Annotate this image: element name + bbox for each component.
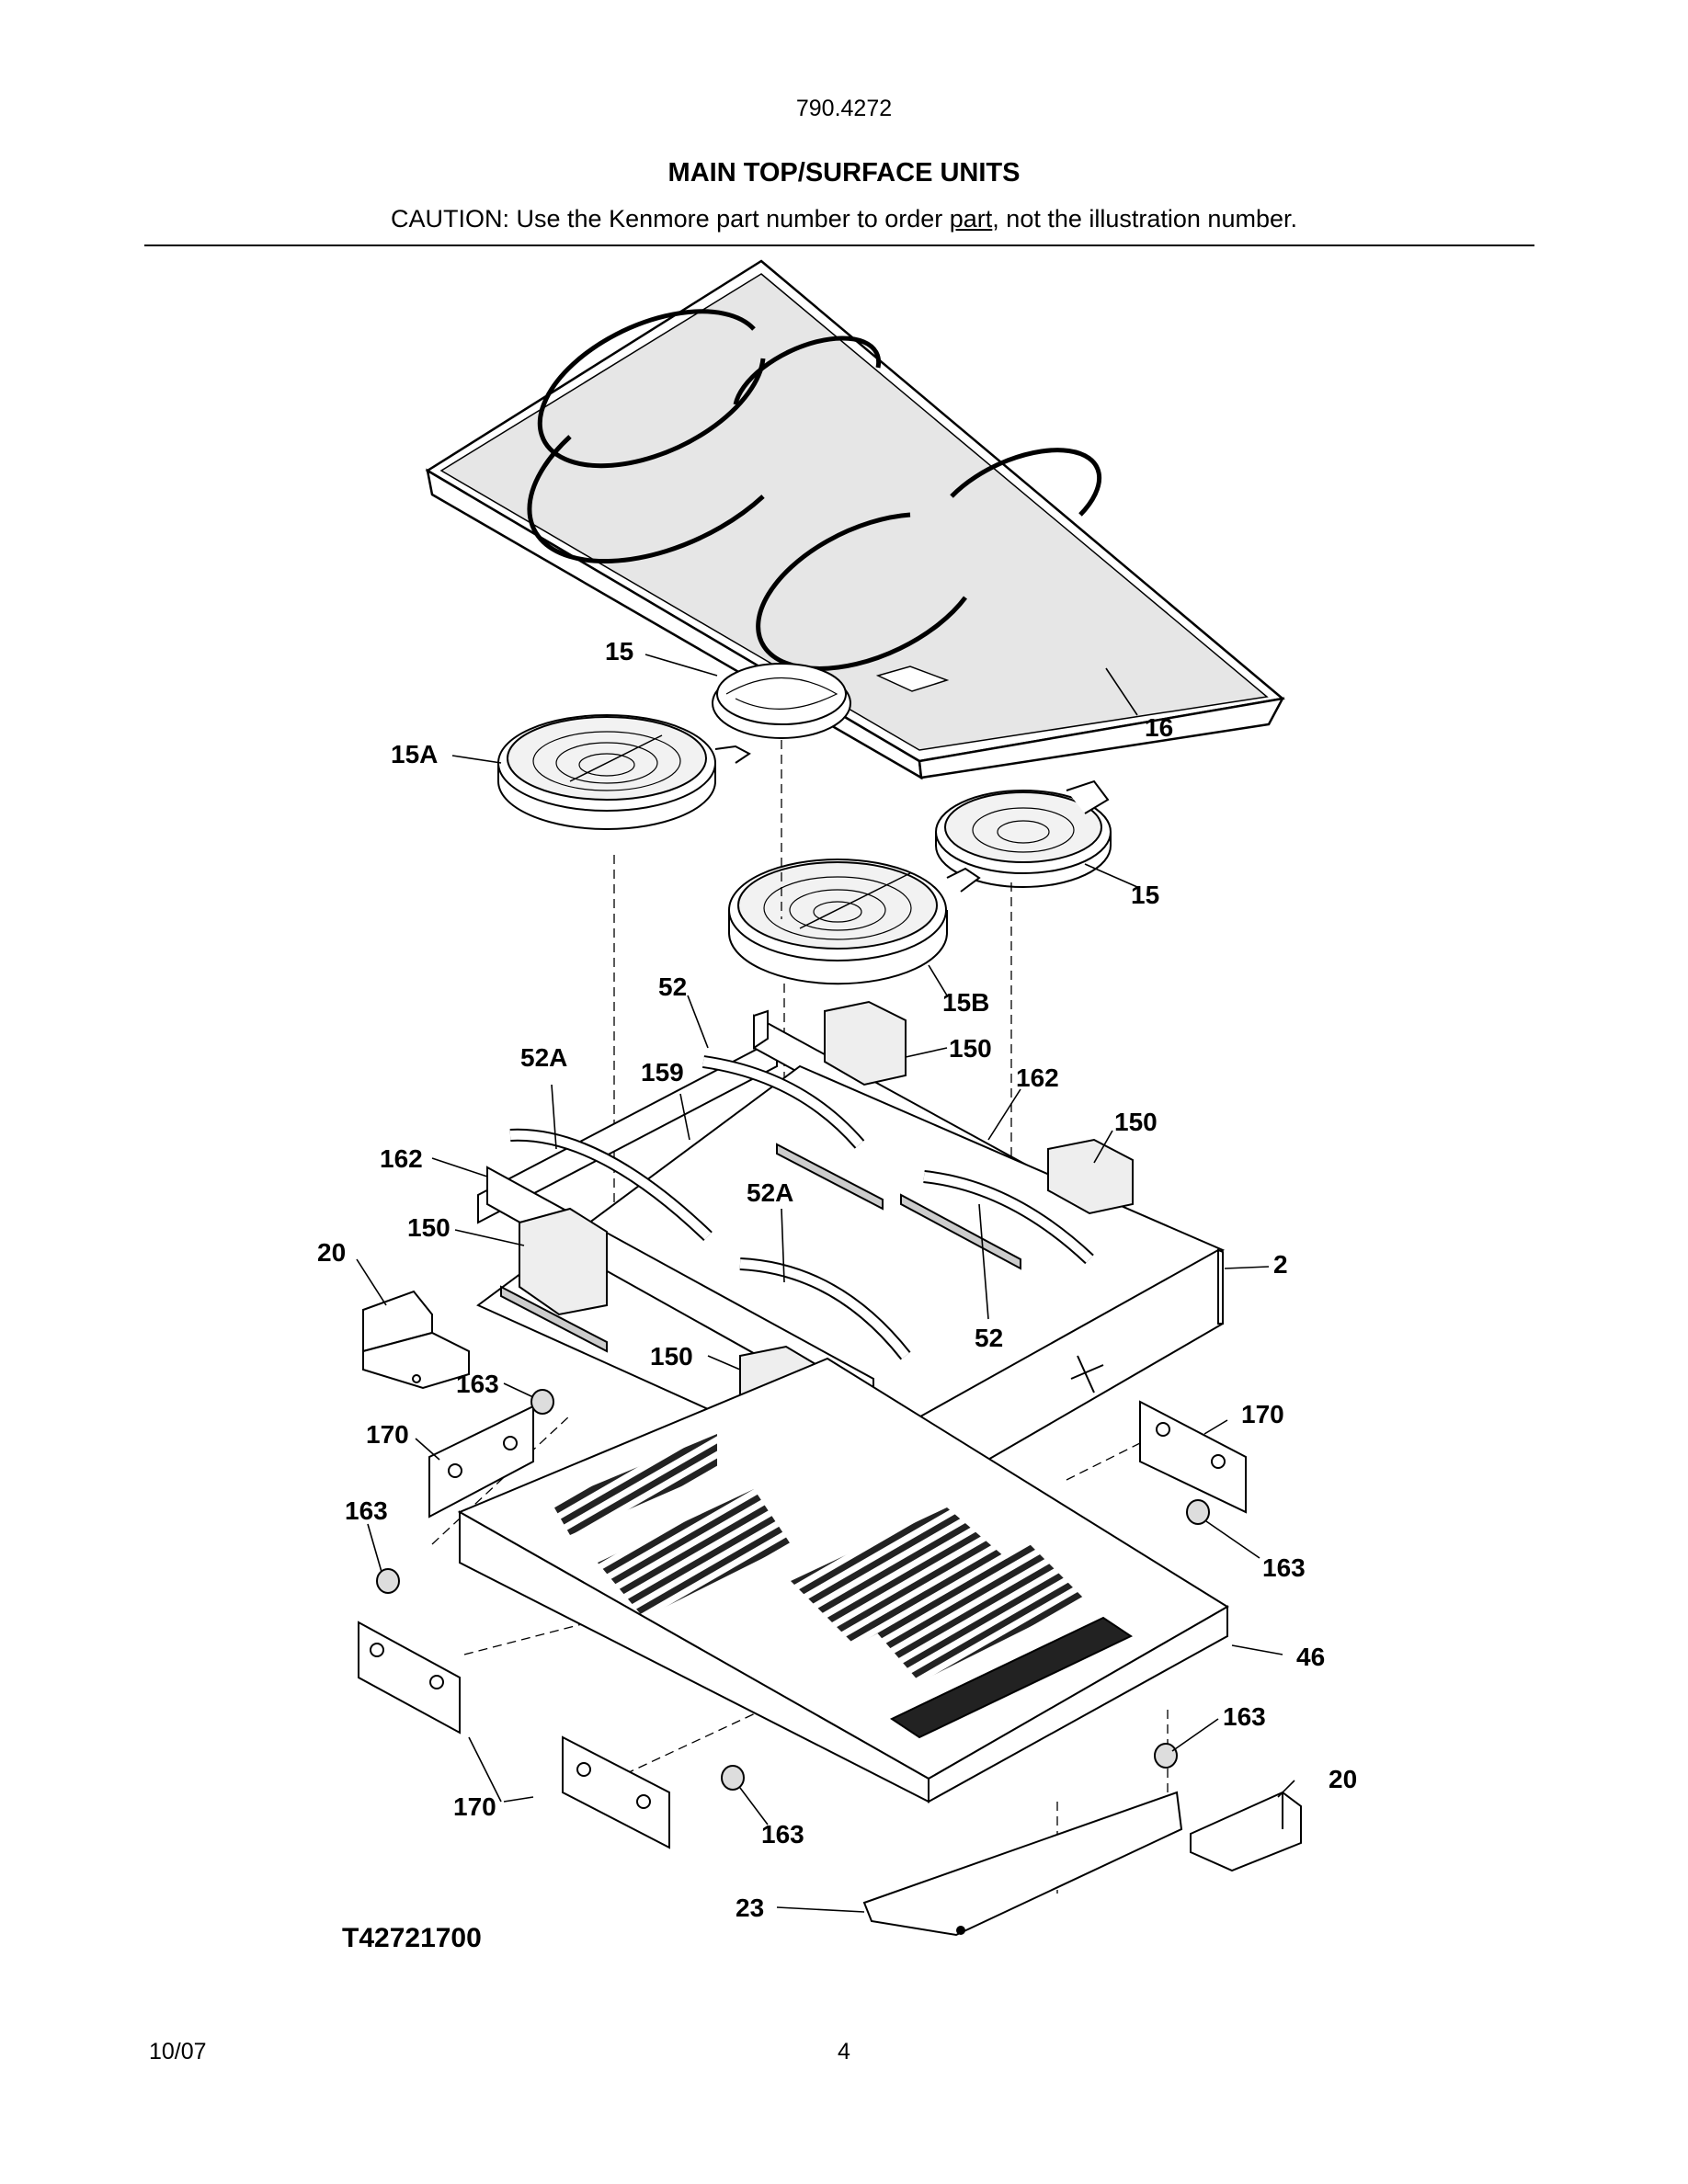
grommets bbox=[376, 1389, 1210, 1791]
surface-element-small-right bbox=[935, 779, 1112, 888]
bracket-left bbox=[362, 1290, 470, 1390]
callout-15b: 15B bbox=[942, 988, 989, 1017]
callout-150-b: 150 bbox=[1114, 1108, 1158, 1136]
side-bracket-lower-mid bbox=[562, 1735, 670, 1849]
side-bracket-upper-right bbox=[1139, 1400, 1247, 1514]
callout-23: 23 bbox=[736, 1894, 764, 1922]
callout-170-c: 170 bbox=[453, 1792, 496, 1821]
footer-date: 10/07 bbox=[149, 2039, 207, 2065]
caution-text-start: CAUTION: Use the Kenmore part number to … bbox=[391, 205, 950, 233]
model-number: 790.4272 bbox=[795, 96, 893, 121]
caution-text-end: , not the illustration number. bbox=[992, 205, 1297, 233]
callout-162-right: 162 bbox=[1016, 1064, 1059, 1092]
callout-170-a: 170 bbox=[1241, 1400, 1284, 1428]
callout-162-left: 162 bbox=[380, 1144, 423, 1173]
callout-labels: 16 15 15A 15 15B 52 52A 159 150 162 150 … bbox=[317, 637, 1357, 1953]
surface-element-large-right bbox=[728, 859, 981, 985]
callout-52-mid: 52 bbox=[975, 1324, 1003, 1352]
callout-163-d: 163 bbox=[1223, 1702, 1266, 1731]
callout-52a-mid: 52A bbox=[747, 1178, 793, 1207]
leader-lines bbox=[356, 654, 1295, 1913]
caution-note: CAUTION: Use the Kenmore part number to … bbox=[0, 205, 1688, 233]
callout-150-c: 150 bbox=[407, 1213, 451, 1242]
base-pan bbox=[457, 1357, 1229, 1803]
callout-163-c: 163 bbox=[1262, 1553, 1306, 1582]
surface-element-rear-left bbox=[712, 663, 851, 739]
callout-46: 46 bbox=[1296, 1643, 1325, 1671]
callout-170-b: 170 bbox=[366, 1420, 409, 1449]
callout-52a-left: 52A bbox=[520, 1043, 567, 1072]
page-title: MAIN TOP/SURFACE UNITS bbox=[667, 158, 1021, 188]
callout-163-a: 163 bbox=[456, 1370, 499, 1398]
callout-163-b: 163 bbox=[345, 1496, 388, 1525]
header-divider bbox=[144, 245, 1534, 246]
glass-cooktop bbox=[425, 259, 1285, 780]
callout-150-a: 150 bbox=[949, 1034, 992, 1063]
callout-15-top: 15 bbox=[605, 637, 633, 665]
callout-52-top: 52 bbox=[658, 973, 687, 1001]
caution-underlined-word: part bbox=[949, 205, 993, 233]
surface-element-large-left bbox=[497, 714, 751, 830]
page-number: 4 bbox=[838, 2039, 850, 2065]
side-bracket-lower-left bbox=[358, 1621, 461, 1735]
callout-150-d: 150 bbox=[650, 1342, 693, 1371]
callout-15-right: 15 bbox=[1131, 881, 1159, 909]
side-bracket-upper-left bbox=[428, 1405, 534, 1519]
bottom-cover bbox=[862, 1791, 1183, 1937]
callout-20-left: 20 bbox=[317, 1238, 346, 1267]
callout-20-right: 20 bbox=[1329, 1765, 1357, 1793]
callout-163-e: 163 bbox=[761, 1820, 804, 1848]
drawing-number: T42721700 bbox=[342, 1923, 482, 1953]
callout-2: 2 bbox=[1273, 1250, 1288, 1279]
callout-15a: 15A bbox=[391, 740, 438, 768]
element-support-frame bbox=[476, 1000, 1225, 1509]
callout-159: 159 bbox=[641, 1058, 684, 1086]
callout-16: 16 bbox=[1145, 713, 1173, 742]
bracket-right bbox=[1190, 1791, 1302, 1872]
